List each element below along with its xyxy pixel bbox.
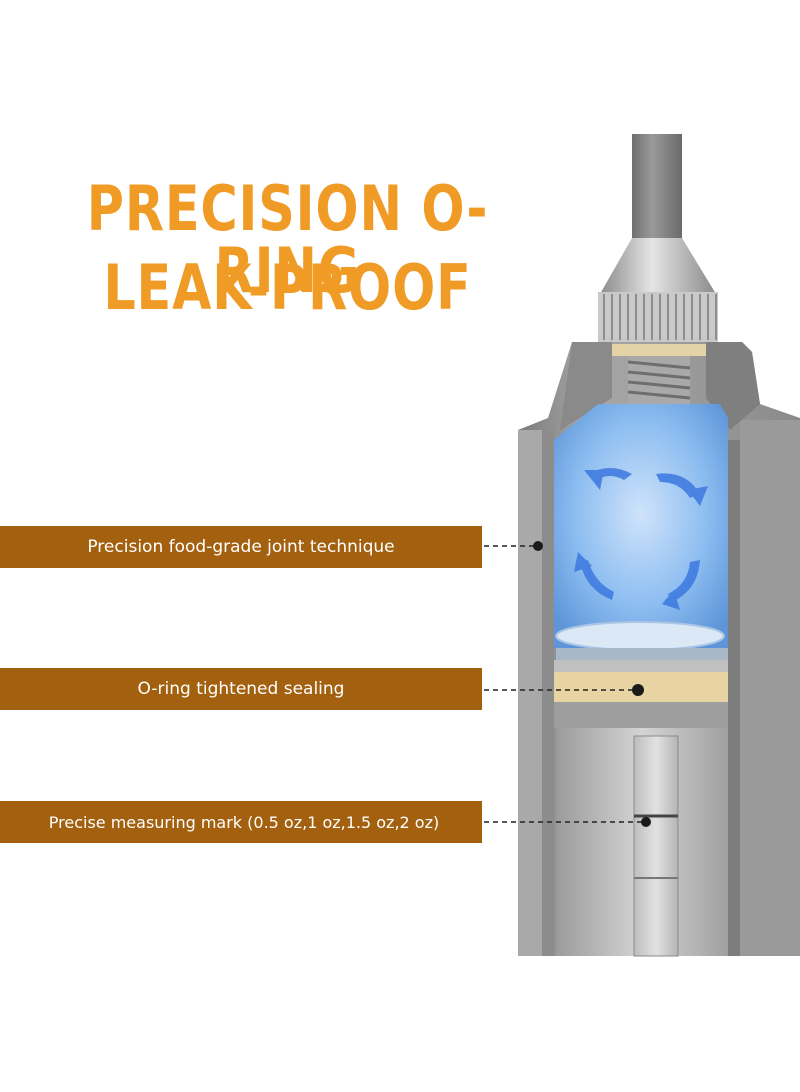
headline-line-2: LEAK-PROOF — [103, 251, 472, 324]
callout-dot-2 — [632, 684, 644, 696]
callout-band-joint: Precision food-grade joint technique — [0, 526, 482, 568]
callout-band-o-ring: O-ring tightened sealing — [0, 668, 482, 710]
measuring-scale — [633, 735, 679, 957]
threaded-neck — [612, 344, 706, 406]
callout-label-joint: Precision food-grade joint technique — [87, 537, 395, 557]
callout-band-measuring-mark: Precise measuring mark (0.5 oz,1 oz,1.5 … — [0, 801, 482, 843]
cone-tip — [600, 238, 716, 294]
callout-dot-3 — [641, 817, 651, 827]
swirl-arrows-icon — [574, 468, 708, 610]
right-wall — [740, 420, 800, 956]
knurled-nut — [598, 292, 718, 342]
left-wall — [518, 430, 542, 956]
callout-label-o-ring: O-ring tightened sealing — [137, 679, 345, 699]
cap-section — [560, 342, 612, 430]
callout-dot-1 — [533, 541, 543, 551]
liquid-chamber — [554, 404, 728, 648]
piston-disk — [555, 621, 725, 651]
headline-line-1: PRECISION O-RING — [86, 172, 489, 307]
callout-label-measuring-mark: Precise measuring mark (0.5 oz,1 oz,1.5 … — [48, 812, 440, 832]
rod — [632, 134, 682, 242]
